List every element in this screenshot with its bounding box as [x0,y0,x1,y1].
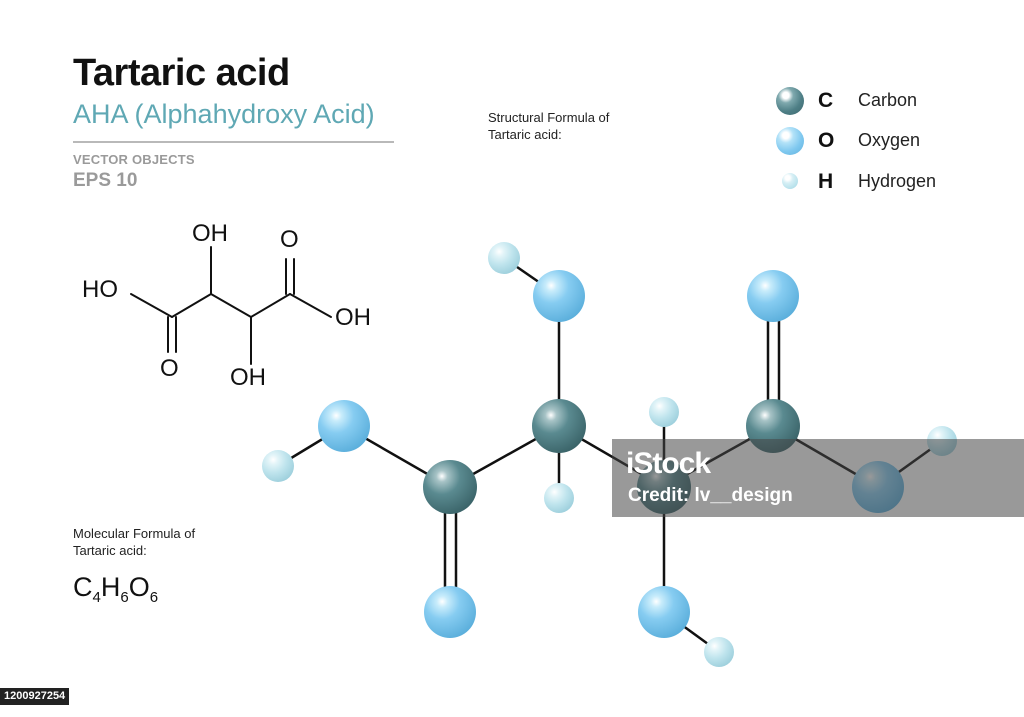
bond [130,293,173,318]
formula-element: H [100,572,121,602]
bond [210,293,252,318]
hydrogen-atom [262,450,294,482]
legend-symbol: C [818,89,834,112]
structural-label-line-1: Structural Formula of [488,110,610,125]
hydrogen-atom [649,397,679,427]
page-subtitle: AHA (Alphahydroxy Acid) [73,99,375,129]
hydrogen-atom [704,637,734,667]
legend-symbol: O [818,129,835,152]
formula-count: 4 [92,589,101,606]
formula-element: C [73,572,93,602]
hydrogen-atom [544,483,574,513]
legend-name: Oxygen [858,130,921,150]
formula-count: 6 [149,589,159,606]
title-divider [73,141,394,143]
page-title: Tartaric acid [73,52,290,94]
skeletal-label: OH [335,304,371,331]
structural-formula-label: Structural Formula of Tartaric acid: [488,109,648,143]
skeletal-label: O [280,226,299,253]
molecular-label-line-2: Tartaric acid: [73,543,147,558]
legend-symbol: H [818,170,834,193]
skeletal-label: OH [230,364,266,391]
stock-id-badge: 1200927254 [0,688,70,705]
skeletal-label: HO [82,276,118,303]
oxygen-ball-icon [776,127,804,155]
molecular-label-line-1: Molecular Formula of [73,526,196,541]
legend-name: Carbon [858,90,918,110]
carbon-atom [423,460,477,514]
bond [171,293,212,318]
carbon-atom [532,399,586,453]
oxygen-atom [424,586,476,638]
legend-oxygen: O Oxygen [772,125,972,155]
bond [289,293,332,318]
skeletal-label: OH [192,220,228,247]
formula-element: O [128,572,150,602]
molecular-formula: C4H6O6 [73,572,158,606]
skeletal-label: O [160,355,179,382]
oxygen-atom [318,400,370,452]
structural-label-line-2: Tartaric acid: [488,127,562,142]
legend-carbon: C Carbon [772,85,972,115]
molecular-formula-label: Molecular Formula of Tartaric acid: [73,525,233,559]
hydrogen-atom [488,242,520,274]
watermark-brand: iStock [626,447,711,480]
oxygen-atom [638,586,690,638]
istock-watermark: iStock Credit: lv__design [612,439,1024,517]
legend-hydrogen: H Hydrogen [772,166,972,196]
oxygen-atom [533,270,585,322]
watermark-credit: Credit: lv__design [628,485,793,506]
skeletal-formula: OH O HO OH O OH [82,220,371,391]
vector-objects-label: VECTOR OBJECTS [73,152,195,167]
legend-name: Hydrogen [858,171,937,191]
hydrogen-ball-icon [782,173,798,189]
carbon-ball-icon [776,87,804,115]
oxygen-atom [747,270,799,322]
bond [250,293,291,318]
formula-count: 6 [120,589,129,606]
eps-label: EPS 10 [73,170,138,191]
